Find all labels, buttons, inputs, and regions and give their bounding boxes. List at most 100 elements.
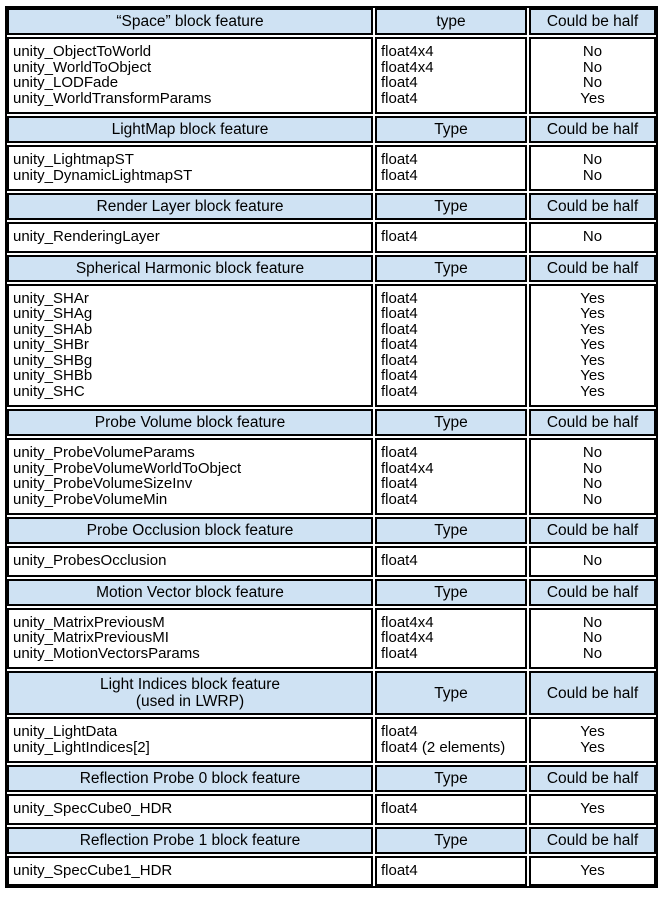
feature-name: unity_SHC	[13, 382, 85, 400]
feature-name: unity_MatrixPreviousM	[13, 613, 165, 631]
half-value: Yes	[580, 351, 605, 369]
type-value: float4	[381, 382, 418, 400]
half-value: Yes	[580, 289, 605, 307]
type-value: float4x4	[381, 629, 434, 646]
half-value: No	[582, 166, 603, 184]
type-header: Type	[375, 116, 527, 143]
half-header: Could be half	[529, 8, 656, 35]
half-cell: No	[529, 222, 656, 253]
type-header: Type	[375, 409, 527, 436]
feature-name: unity_SHBg	[13, 351, 93, 369]
half-header: Could be half	[529, 193, 656, 220]
type-value: float4	[381, 336, 418, 353]
type-header: type	[375, 8, 527, 35]
half-value: Yes	[580, 367, 605, 384]
half-value: No	[582, 228, 603, 245]
type-value: float4	[381, 861, 418, 879]
half-cell: No	[529, 546, 656, 577]
section-title: Render Layer block feature	[7, 193, 373, 220]
half-value: No	[582, 74, 603, 91]
half-value: Yes	[580, 738, 605, 756]
half-value: Yes	[580, 723, 605, 740]
half-value: No	[582, 444, 603, 461]
section-title: Probe Occlusion block feature	[7, 517, 373, 544]
half-value: No	[582, 490, 603, 508]
feature-name: unity_WorldTransformParams	[13, 89, 212, 107]
type-value: float4	[381, 289, 418, 307]
type-value: float4 (2 elements)	[381, 738, 506, 756]
section-title: Reflection Probe 0 block feature	[7, 765, 373, 792]
feature-name: unity_ProbeVolumeWorldToObject	[13, 459, 242, 477]
section-title-line: Reflection Probe 1 block feature	[79, 831, 301, 849]
section-title-line: (used in LWRP)	[135, 693, 245, 710]
feature-name: unity_ProbeVolumeSizeInv	[13, 475, 193, 492]
half-header: Could be half	[529, 409, 656, 436]
feature-name: unity_SHAb	[13, 320, 93, 338]
half-value: No	[582, 629, 603, 646]
half-value: Yes	[580, 382, 605, 400]
type-cell: float4	[375, 794, 527, 825]
type-value: float4x4	[381, 58, 434, 76]
type-value: float4	[381, 320, 418, 338]
half-header: Could be half	[529, 254, 656, 282]
section-title: Spherical Harmonic block feature	[7, 254, 373, 282]
type-header: Type	[375, 765, 527, 792]
half-header: Could be half	[529, 765, 656, 792]
section-title-line: Motion Vector block feature	[96, 583, 284, 601]
half-value: No	[582, 43, 603, 60]
feature-cell: unity_ProbesOcclusion	[7, 546, 373, 577]
type-value: float4	[381, 166, 418, 184]
section-title-line: Probe Occlusion block feature	[86, 522, 294, 539]
type-header: Type	[375, 254, 527, 282]
feature-name: unity_DynamicLightmapST	[13, 166, 193, 184]
type-cell: float4	[375, 222, 527, 253]
feature-name: unity_RenderingLayer	[13, 228, 160, 245]
section-title-line: “Space” block feature	[116, 13, 264, 30]
feature-name: unity_SpecCube1_HDR	[13, 861, 173, 879]
half-value: Yes	[580, 305, 605, 322]
half-value: No	[582, 552, 603, 569]
section-title-line: Spherical Harmonic block feature	[75, 259, 305, 277]
type-cell: float4	[375, 855, 527, 886]
section-title-line: Reflection Probe 0 block feature	[79, 770, 301, 787]
type-value: float4	[381, 89, 418, 107]
feature-cell: unity_RenderingLayer	[7, 222, 373, 253]
type-value: float4	[381, 552, 418, 569]
section-title-line: Render Layer block feature	[96, 198, 284, 215]
feature-name: unity_SHAr	[13, 289, 89, 307]
section-title-line: LightMap block feature	[111, 121, 269, 138]
feature-name: unity_LightmapST	[13, 151, 134, 168]
half-value: Yes	[580, 320, 605, 338]
section-title: “Space” block feature	[7, 8, 373, 35]
type-header: Type	[375, 826, 527, 854]
type-header: Type	[375, 578, 527, 606]
type-value: float4	[381, 228, 418, 245]
feature-name: unity_LODFade	[13, 74, 119, 91]
feature-name: unity_MatrixPreviousMI	[13, 629, 169, 646]
type-value: float4x4	[381, 43, 434, 60]
half-cell: Yes	[529, 794, 656, 825]
half-header: Could be half	[529, 578, 656, 606]
section-title-line: Probe Volume block feature	[94, 414, 286, 431]
type-header: Type	[375, 517, 527, 544]
type-value: float4	[381, 475, 418, 492]
half-value: No	[582, 644, 603, 662]
half-value: Yes	[580, 89, 605, 107]
type-value: float4	[381, 444, 418, 461]
half-cell: Yes	[529, 855, 656, 886]
feature-name: unity_ObjectToWorld	[13, 43, 152, 60]
